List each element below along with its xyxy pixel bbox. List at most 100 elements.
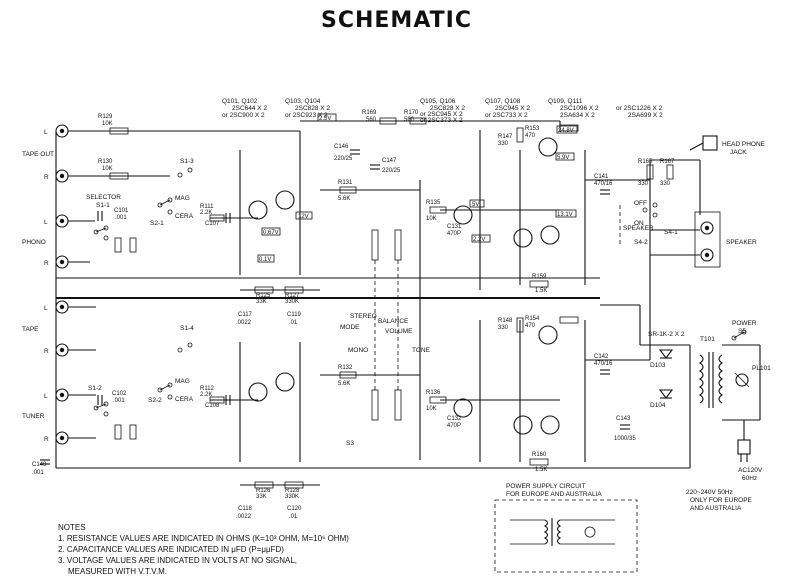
r167-label: R167 [660, 159, 675, 165]
s1-2-label: S1-2 [88, 385, 102, 392]
c146-value: 220/25 [334, 156, 353, 162]
r165-value: 330 [638, 181, 649, 187]
transistor-q102 [248, 382, 268, 402]
r136-value: 10K [426, 406, 437, 412]
voltage-v5: 5.9V [557, 155, 569, 161]
r153-value: 470 [525, 133, 536, 139]
label-r-2: R [44, 260, 49, 267]
note-3b: MEASURED WITH V.T.V.M. [68, 567, 167, 576]
c132-label: C132 [447, 416, 462, 422]
note-2: 2. CAPACITANCE VALUES ARE INDICATED IN μ… [58, 545, 284, 554]
r169-label: R169 [362, 110, 377, 116]
r112-value: 2.2K [200, 392, 212, 398]
balance-label: BALANCE [378, 318, 409, 325]
c143-label: C143 [616, 416, 631, 422]
mag-label-1: MAG [175, 195, 190, 202]
transistor-q109 [538, 137, 558, 157]
resistors [109, 117, 674, 489]
jack-label: JACK [730, 149, 747, 156]
label-l-1: L [44, 129, 48, 136]
r159-label: R159 [532, 274, 547, 280]
c119-label: C119 [287, 312, 302, 318]
notes-heading: NOTES [58, 523, 86, 532]
on-label: ON [634, 220, 644, 227]
c147-label: C147 [382, 158, 397, 164]
r136-label: R136 [426, 390, 441, 396]
r127-label: R127 [285, 293, 300, 299]
r169-value: 560 [366, 117, 377, 123]
r125-value: 33K [256, 299, 267, 305]
freq-label: 60Hz [742, 475, 757, 482]
q107-label: Q107, Q108 [485, 98, 521, 105]
r132-label: R132 [338, 365, 353, 371]
c132-value: 470P [447, 423, 461, 429]
s1-4-label: S1-4 [180, 325, 194, 332]
label-l-4: L [44, 393, 48, 400]
s1-1-label: S1-1 [96, 202, 110, 209]
r111-value: 2.2K [200, 210, 212, 216]
r126-value: 33K [256, 494, 267, 500]
r126-label: R126 [256, 488, 271, 494]
output-jacks [689, 135, 721, 268]
q105-types: 2SC828 X 2 [430, 105, 465, 112]
voltage-v8: 13.1V [557, 212, 573, 218]
left-jacks [55, 124, 69, 468]
euro-note-2: ONLY FOR EUROPE [690, 497, 753, 504]
diode-d103 [658, 349, 674, 359]
q101-types: 2SC644 X 2 [232, 105, 267, 112]
q105-alt: or 2SC373 X 2 [420, 117, 463, 124]
diode-d104 [658, 389, 674, 399]
c101-value: .001 [115, 215, 127, 221]
s4-2-label: S4-2 [634, 239, 648, 246]
c143-value: 1000/35 [614, 436, 636, 442]
r165-label: R165 [638, 159, 653, 165]
ps-title-1: POWER SUPPLY CIRCUIT [506, 483, 586, 490]
d104-label: D104 [650, 402, 666, 409]
cera-label-2: CERA [175, 396, 194, 403]
note-1: 1. RESISTANCE VALUES ARE INDICATED IN OH… [58, 534, 349, 543]
wiring [56, 120, 701, 486]
q109-alt: 2SA634 X 2 [560, 112, 595, 119]
q105-types2: or 2SC945 X 2 [420, 111, 463, 118]
power-supply-inset [494, 499, 638, 573]
q110-label: or 2SC1226 X 2 [616, 105, 663, 112]
r130-value: 10K [102, 166, 113, 172]
q107-types: 2SC945 X 2 [495, 105, 530, 112]
r167-value: 330 [660, 181, 671, 187]
capacitors [40, 149, 630, 465]
r127-value: 330K [285, 299, 299, 305]
c149-label: C149 [32, 462, 47, 468]
transistor-q110 [538, 325, 558, 345]
jack-labels: L R TAPE OUT L R PHONO L R TAPE L R TUNE… [22, 129, 54, 443]
off-label: OFF [634, 200, 647, 207]
r159-value: 1.5K [535, 288, 547, 294]
transistor-q103 [275, 190, 295, 210]
voltage-v9: 0.1V [259, 257, 271, 263]
q109-types: 2SC1096 X 2 [560, 105, 599, 112]
c119-value: .01 [289, 320, 298, 326]
c149-value: .001 [32, 470, 44, 476]
c102-value: .001 [113, 398, 125, 404]
c147-value: 220/25 [382, 168, 401, 174]
c101-label: C101 [114, 208, 129, 214]
q110-alt: 2SA699 X 2 [628, 112, 663, 119]
r160-label: R160 [532, 452, 547, 458]
r128-label: R128 [285, 488, 300, 494]
r160-value: 1.5K [535, 467, 547, 473]
label-l-3: L [44, 305, 48, 312]
r131-label: R131 [338, 180, 353, 186]
r154-label: R154 [525, 316, 540, 322]
voltage-v1: 2.5V [319, 116, 331, 122]
selector-label: SELECTOR [86, 194, 121, 201]
voltage-v4: 0.67V [263, 230, 279, 236]
q103-types: 2SC828 X 2 [295, 105, 330, 112]
c120-label: C120 [287, 506, 302, 512]
mono-label: MONO [348, 347, 368, 354]
speaker-switch-label: SPEAKER [623, 225, 654, 232]
r153-label: R153 [525, 126, 540, 132]
c120-value: .01 [289, 514, 298, 520]
mag-label-2: MAG [175, 378, 190, 385]
voltage-v6: 5V [472, 202, 479, 208]
s1-3-label: S1-3 [180, 158, 194, 165]
r131-value: 5.6K [338, 196, 350, 202]
